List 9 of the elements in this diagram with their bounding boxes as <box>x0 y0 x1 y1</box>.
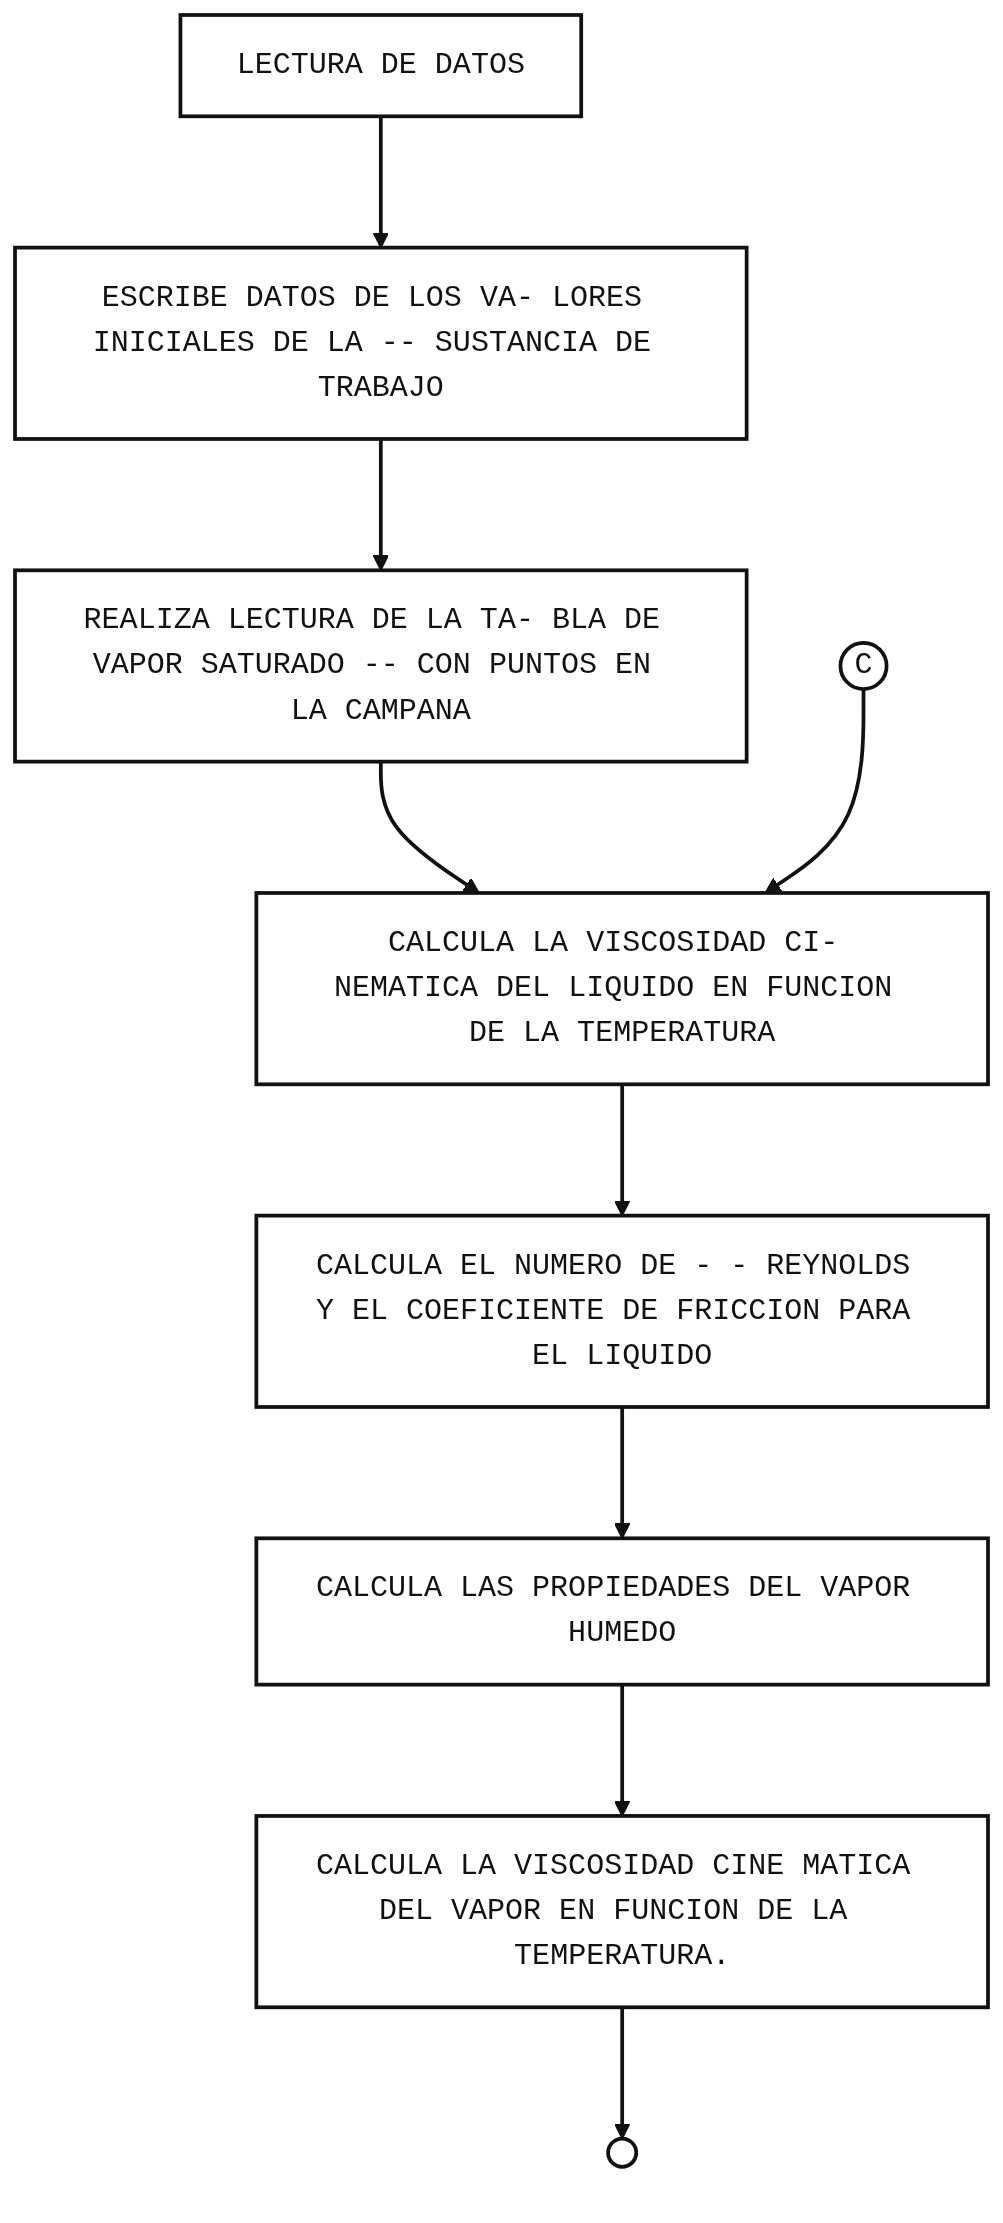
node-box: LECTURA DE DATOS <box>178 13 584 119</box>
node-box: CALCULA EL NUMERO DE - - REYNOLDS Y EL COEFICIENTE DE FRICCION PARA EL LIQUIDO <box>254 1213 990 1409</box>
node-circle <box>606 2136 639 2169</box>
node-box: CALCULA LAS PROPIEDADES DEL VAPOR HUMEDO <box>254 1536 990 1687</box>
node-box: CALCULA LA VISCOSIDAD CI- NEMATICA DEL LIQUIDO EN FUNCION DE LA TEMPERATURA <box>254 891 990 1087</box>
node-circle: C <box>838 641 889 691</box>
node-box: REALIZA LECTURA DE LA TA- BLA DE VAPOR SATURADO -- CON PUNTOS EN LA CAMPANA <box>13 568 749 764</box>
node-box: CALCULA LA VISCOSIDAD CINE MATICA DEL VAPOR EN FUNCION DE LA TEMPERATURA. <box>254 1814 990 2010</box>
node-box: ESCRIBE DATOS DE LOS VA- LORES INICIALES DE LA -- SUSTANCIA DE TRABAJO <box>13 245 749 441</box>
